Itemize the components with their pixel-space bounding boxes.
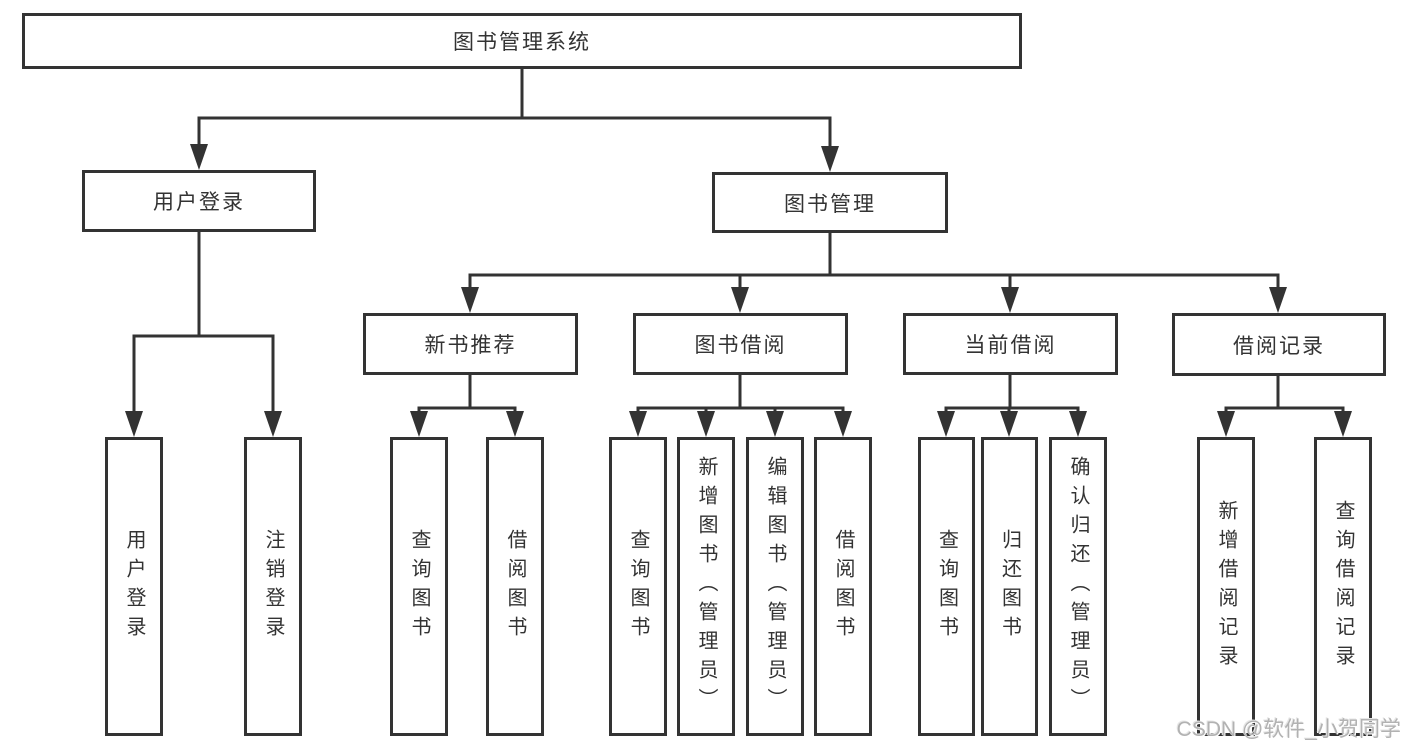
arrow-down-icon (461, 287, 479, 313)
arrow-down-icon (731, 287, 749, 313)
connector-root-to-level2 (197, 67, 832, 154)
leaf-bb-edit-books-label: 编辑图书（管理员） (764, 456, 786, 717)
arrow-down-icon (410, 411, 428, 437)
leaf-rec-query-books-label: 查询图书 (408, 528, 430, 645)
connector-book-mgmt-to-level3 (468, 231, 1280, 296)
connector-new-book-rec-to-leaves (417, 373, 517, 422)
node-root: 图书管理系统 (22, 13, 1022, 69)
arrow-down-icon (1000, 411, 1018, 437)
node-user-login: 用户登录 (82, 170, 316, 232)
node-new-book-rec: 新书推荐 (363, 313, 578, 375)
node-root-label: 图书管理系统 (453, 31, 591, 54)
node-borrow-records: 借阅记录 (1172, 313, 1386, 376)
leaf-logout-label: 注销登录 (262, 528, 284, 645)
leaf-br-query-record: 查询借阅记录 (1314, 437, 1372, 736)
leaf-bb-add-books-label: 新增图书（管理员） (695, 456, 717, 717)
leaf-bb-borrow-books: 借阅图书 (814, 437, 872, 736)
connector-paths (132, 67, 1345, 422)
arrow-down-icon (821, 146, 839, 172)
arrowheads (125, 144, 1352, 437)
node-current-borrow: 当前借阅 (903, 313, 1118, 375)
arrow-down-icon (506, 411, 524, 437)
node-book-mgmt-label: 图书管理 (784, 192, 876, 216)
connector-book-borrow-to-leaves (636, 373, 845, 422)
node-book-mgmt: 图书管理 (712, 172, 948, 233)
leaf-cb-confirm-return-label: 确认归还（管理员） (1067, 456, 1089, 717)
leaf-cb-confirm-return: 确认归还（管理员） (1049, 437, 1107, 736)
node-borrow-records-label: 借阅记录 (1233, 334, 1325, 358)
leaf-bb-edit-books: 编辑图书（管理员） (746, 437, 804, 736)
arrow-down-icon (1334, 411, 1352, 437)
leaf-rec-query-books: 查询图书 (390, 437, 448, 736)
leaf-cb-return-books-label: 归还图书 (998, 528, 1021, 645)
arrow-down-icon (1069, 411, 1087, 437)
leaf-br-add-record: 新增借阅记录 (1197, 437, 1255, 736)
node-book-borrow-label: 图书借阅 (694, 334, 787, 357)
arrow-down-icon (264, 411, 282, 437)
arrow-down-icon (629, 411, 647, 437)
leaf-logout: 注销登录 (244, 437, 302, 736)
leaf-user-login-label: 用户登录 (123, 528, 145, 645)
leaf-user-login: 用户登录 (105, 437, 163, 736)
connector-user-login-to-leaves (132, 230, 275, 420)
leaf-cb-query-books-label: 查询图书 (935, 528, 958, 645)
leaf-bb-add-books: 新增图书（管理员） (677, 437, 735, 736)
arrow-down-icon (125, 411, 143, 437)
leaf-cb-query-books: 查询图书 (918, 437, 975, 736)
arrow-down-icon (190, 144, 208, 170)
arrow-down-icon (697, 411, 715, 437)
arrow-down-icon (834, 411, 852, 437)
node-new-book-rec-label: 新书推荐 (424, 334, 517, 357)
node-user-login-label: 用户登录 (153, 191, 245, 214)
leaf-rec-borrow-books-label: 借阅图书 (504, 528, 526, 645)
leaf-bb-query-books: 查询图书 (609, 437, 667, 736)
watermark: CSDN @软件_小贺同学 (1176, 718, 1401, 741)
node-current-borrow-label: 当前借阅 (964, 334, 1057, 357)
arrow-down-icon (766, 411, 784, 437)
leaf-cb-return-books: 归还图书 (981, 437, 1038, 736)
leaf-br-add-record-label: 新增借阅记录 (1215, 499, 1237, 674)
arrow-down-icon (1001, 287, 1019, 313)
arrow-down-icon (1217, 411, 1235, 437)
connector-borrow-records-to-leaves (1224, 373, 1345, 422)
leaf-br-query-record-label: 查询借阅记录 (1332, 499, 1354, 674)
node-book-borrow: 图书借阅 (633, 313, 848, 375)
arrow-down-icon (1269, 287, 1287, 313)
leaf-bb-query-books-label: 查询图书 (627, 528, 649, 645)
arrow-down-icon (937, 411, 955, 437)
leaf-bb-borrow-books-label: 借阅图书 (832, 528, 854, 645)
leaf-rec-borrow-books: 借阅图书 (486, 437, 544, 736)
